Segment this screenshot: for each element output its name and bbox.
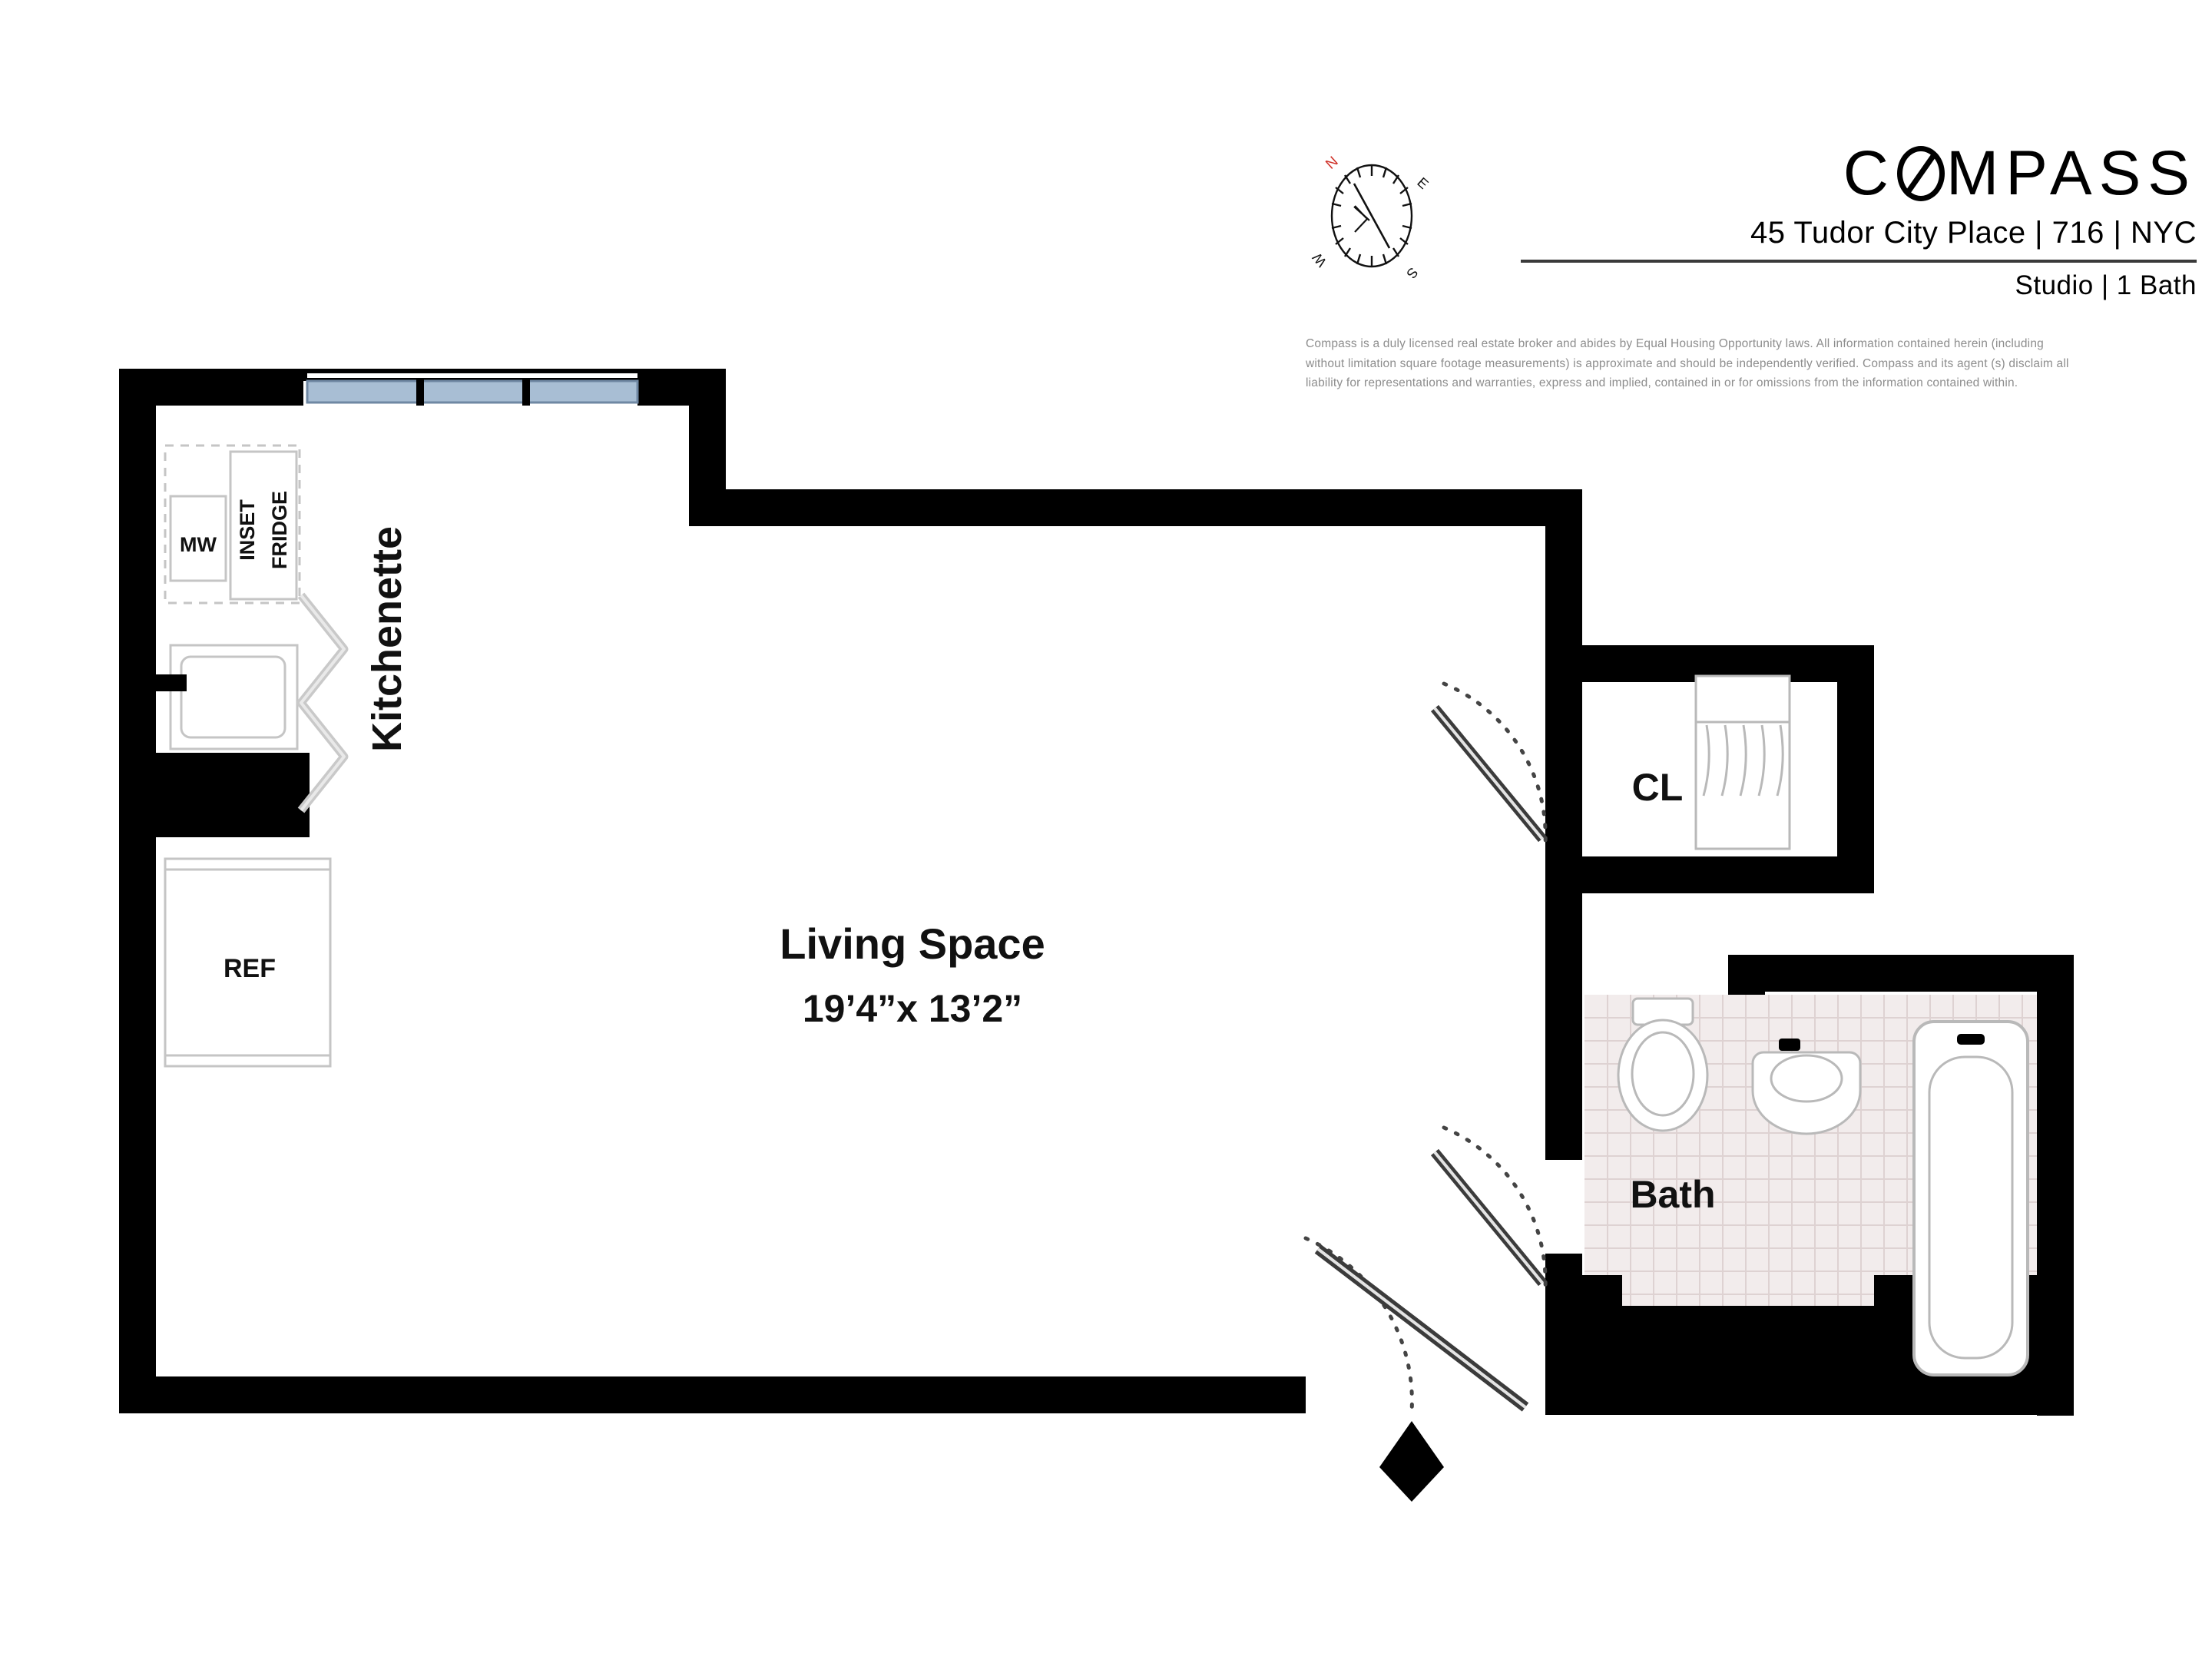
room-label-kitchenette: Kitchenette bbox=[364, 526, 410, 752]
toilet-icon bbox=[1617, 997, 1709, 1132]
legal-disclaimer: Compass is a duly licensed real estate b… bbox=[1306, 334, 2197, 393]
closet-fixtures bbox=[1694, 674, 1791, 850]
room-label-closet: CL bbox=[1632, 766, 1684, 809]
compass-rose-icon: N E S W bbox=[1306, 150, 1436, 282]
appliance-label-refrigerator: REF bbox=[224, 954, 276, 983]
appliance-label-microwave: MW bbox=[180, 533, 217, 556]
closet-door-swing bbox=[1430, 681, 1548, 846]
kitchenette-fixtures bbox=[156, 444, 349, 1068]
entry-direction-arrow bbox=[1379, 1421, 1444, 1502]
logo-text-post: MPASS bbox=[1946, 138, 2197, 208]
divider-rule bbox=[1521, 260, 2197, 263]
disclaimer-line-2: without limitation square footage measur… bbox=[1306, 356, 2069, 370]
disclaimer-line-3: liability for representations and warran… bbox=[1306, 376, 2018, 390]
appliance-label-inset: INSET bbox=[236, 499, 259, 561]
room-dimensions-living-space: 19’4”x 13’2” bbox=[803, 987, 1022, 1030]
logo-text-pre: C bbox=[1843, 138, 1896, 208]
bathtub-icon bbox=[1912, 1020, 2029, 1376]
property-address: 45 Tudor City Place | 716 | NYC bbox=[1750, 216, 2197, 250]
entry-door-swing bbox=[1303, 1236, 1529, 1414]
compass-o-logo-icon bbox=[1897, 146, 1945, 201]
room-label-bath: Bath bbox=[1630, 1173, 1715, 1216]
disclaimer-line-1: Compass is a duly licensed real estate b… bbox=[1306, 337, 2044, 350]
unit-summary: Studio | 1 Bath bbox=[2015, 270, 2197, 300]
appliance-label-fridge: FRIDGE bbox=[268, 491, 291, 569]
bath-door-swing bbox=[1430, 1125, 1548, 1290]
bath-fixtures bbox=[1617, 997, 2029, 1376]
window bbox=[306, 373, 639, 406]
room-label-living-space: Living Space bbox=[780, 919, 1045, 968]
sink-icon bbox=[1751, 1039, 1862, 1135]
